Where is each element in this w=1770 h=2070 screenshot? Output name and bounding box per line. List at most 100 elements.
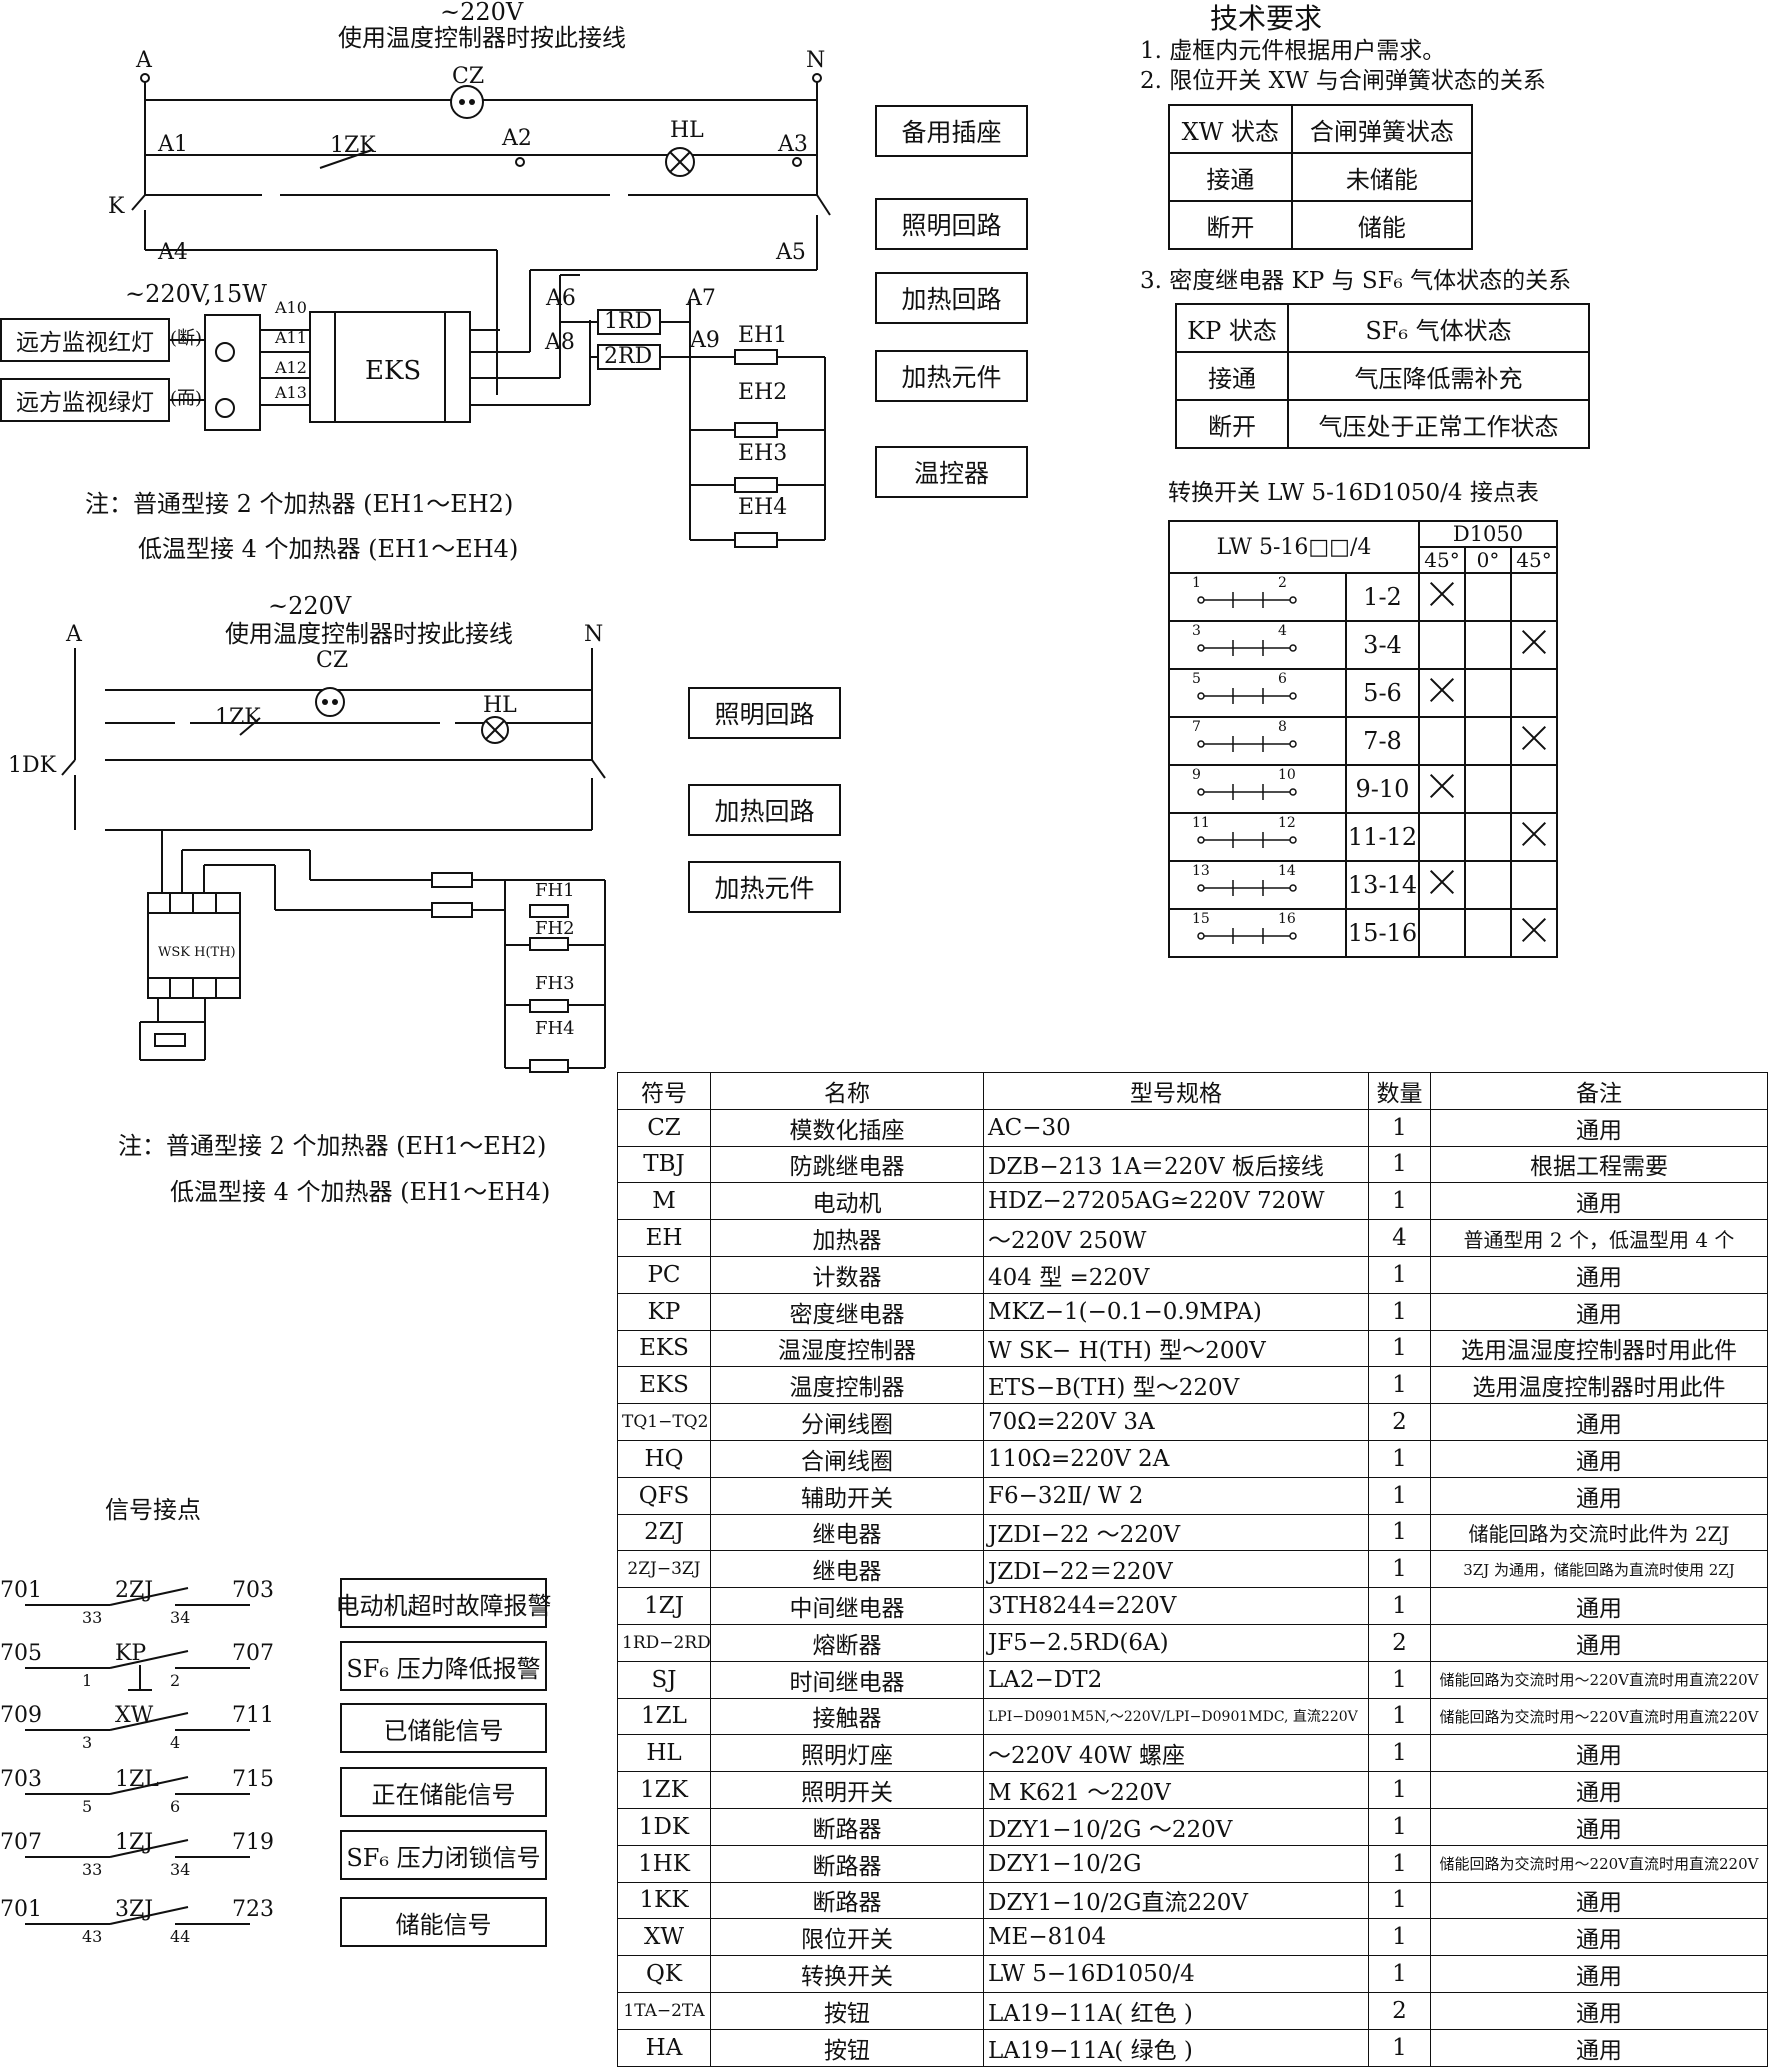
lw-state-cell xyxy=(1464,908,1512,958)
xw-table: XW 状态合闸弹簧状态 接通未储能 断开储能 xyxy=(1168,104,1474,250)
lw-terminal-b: 10 xyxy=(1278,767,1296,783)
parts-cell-name: 继电器 xyxy=(710,1513,984,1552)
parts-cell-model: 110Ω=220V 2A xyxy=(983,1439,1369,1478)
d2-note-line2: 低温型接 4 个加热器 (EH1～EH4) xyxy=(170,1178,551,1206)
d1-breaker-label: K xyxy=(108,194,125,219)
d1-phase-a: A xyxy=(136,48,152,73)
xw-cell: 断开 xyxy=(1168,200,1293,250)
signal-contact-t2: 44 xyxy=(170,1927,191,1946)
closed-contact-mark xyxy=(1521,917,1547,943)
lw-contact-glyph xyxy=(1196,736,1297,752)
d1-green-state: (而) xyxy=(170,388,203,409)
signal-terminal-left: 701 xyxy=(0,1578,42,1603)
lw-state-cell xyxy=(1418,668,1466,718)
parts-cell-symbol: 1HK xyxy=(617,1844,711,1883)
lw-terminal-b: 4 xyxy=(1278,623,1287,639)
parts-cell-symbol: M xyxy=(617,1182,711,1221)
d2-supply: ~220V xyxy=(268,592,352,620)
signal-terminal-left: 703 xyxy=(0,1767,42,1792)
kp-head-1: KP 状态 xyxy=(1175,303,1289,353)
parts-cell-symbol: PC xyxy=(617,1255,711,1294)
parts-cell-remark: 通用 xyxy=(1430,1807,1768,1846)
signal-contact-name: 2ZJ xyxy=(115,1578,154,1603)
parts-cell-symbol: 2ZJ xyxy=(617,1513,711,1552)
parts-cell-name: 防跳继电器 xyxy=(710,1145,984,1184)
lw-terminal-b: 16 xyxy=(1278,911,1296,927)
signal-contact-t2: 4 xyxy=(170,1733,181,1752)
d1-node-a5: A5 xyxy=(776,240,806,265)
parts-cell-symbol: SJ xyxy=(617,1660,711,1699)
d2-note: 使用温度控制器时按此接线 xyxy=(225,620,513,648)
kp-head-2: SF₆ 气体状态 xyxy=(1287,303,1590,353)
d2-heater-fh3: FH3 xyxy=(535,973,575,994)
lw-contact-pair: 5-6 xyxy=(1345,668,1420,718)
d2-label-lighting: 照明回路 xyxy=(688,687,841,739)
lw-state-cell xyxy=(1510,764,1558,814)
parts-cell-remark: 3ZJ 为通用，储能回路为直流时使用 2ZJ xyxy=(1430,1550,1768,1589)
lw-state-cell xyxy=(1464,860,1512,910)
closed-contact-mark xyxy=(1521,725,1547,751)
parts-cell-remark: 通用 xyxy=(1430,1918,1768,1957)
parts-cell-qty: 1 xyxy=(1368,1660,1431,1699)
lw-terminal-a: 5 xyxy=(1192,671,1201,687)
d1-heater-eh1: EH1 xyxy=(738,323,788,348)
d1-remote-green-label: 远方监视绿灯 xyxy=(0,378,170,422)
parts-cell-remark: 通用 xyxy=(1430,1771,1768,1809)
lw-angle: 0° xyxy=(1464,546,1512,574)
xw-cell: 接通 xyxy=(1168,152,1293,202)
parts-cell-symbol: KP xyxy=(617,1292,711,1331)
signal-label: SF₆ 压力闭锁信号 xyxy=(340,1830,547,1880)
d1-node-a7: A7 xyxy=(686,286,716,311)
lw-terminal-b: 2 xyxy=(1278,575,1287,591)
parts-cell-remark: 通用 xyxy=(1430,1476,1768,1515)
lw-state-cell xyxy=(1464,812,1512,862)
parts-cell-name: 断路器 xyxy=(710,1881,984,1920)
lw-state-cell xyxy=(1510,860,1558,910)
parts-cell-symbol: QK xyxy=(617,1955,711,1993)
lw-contact-pair: 7-8 xyxy=(1345,716,1420,766)
parts-cell-qty: 1 xyxy=(1368,2028,1431,2067)
parts-cell-name: 电动机 xyxy=(710,1182,984,1221)
lw-angle: 45° xyxy=(1510,546,1558,574)
parts-cell-remark: 通用 xyxy=(1430,2028,1768,2067)
parts-cell-qty: 1 xyxy=(1368,1182,1431,1221)
parts-cell-qty: 1 xyxy=(1368,1550,1431,1589)
parts-cell-symbol: 1KK xyxy=(617,1881,711,1920)
d1-lamp-label: HL xyxy=(670,118,704,143)
parts-cell-model: LA2−DT2 xyxy=(983,1660,1369,1699)
parts-cell-model: 70Ω=220V 3A xyxy=(983,1403,1369,1441)
signal-contact-name: XW xyxy=(115,1703,154,1728)
lw-state-cell xyxy=(1418,572,1466,622)
parts-cell-qty: 1 xyxy=(1368,1881,1431,1920)
lw-contact-pair: 13-14 xyxy=(1345,860,1420,910)
signal-terminal-left: 705 xyxy=(0,1641,42,1666)
parts-cell-remark: 通用 xyxy=(1430,1623,1768,1662)
parts-cell-name: 密度继电器 xyxy=(710,1292,984,1331)
d1-fuse-2rd: 2RD xyxy=(604,344,653,369)
parts-cell-name: 合闸线圈 xyxy=(710,1439,984,1478)
parts-cell-name: 时间继电器 xyxy=(710,1660,984,1699)
parts-cell-model: JF5−2.5RD(6A) xyxy=(983,1623,1369,1662)
signal-label: 已储能信号 xyxy=(340,1703,547,1753)
parts-cell-model: ～220V 40W 螺座 xyxy=(983,1734,1369,1773)
closed-contact-mark xyxy=(1429,869,1455,895)
diagram1-wiring xyxy=(131,73,831,548)
parts-cell-model: ～220V 250W xyxy=(983,1219,1369,1257)
parts-cell-symbol: CZ xyxy=(617,1108,711,1147)
parts-cell-qty: 1 xyxy=(1368,1513,1431,1552)
signal-terminal-left: 709 xyxy=(0,1703,42,1728)
lw-state-cell xyxy=(1510,908,1558,958)
d1-remote-red-label: 远方监视红灯 xyxy=(0,318,170,362)
d1-heater-eh4: EH4 xyxy=(738,495,788,520)
